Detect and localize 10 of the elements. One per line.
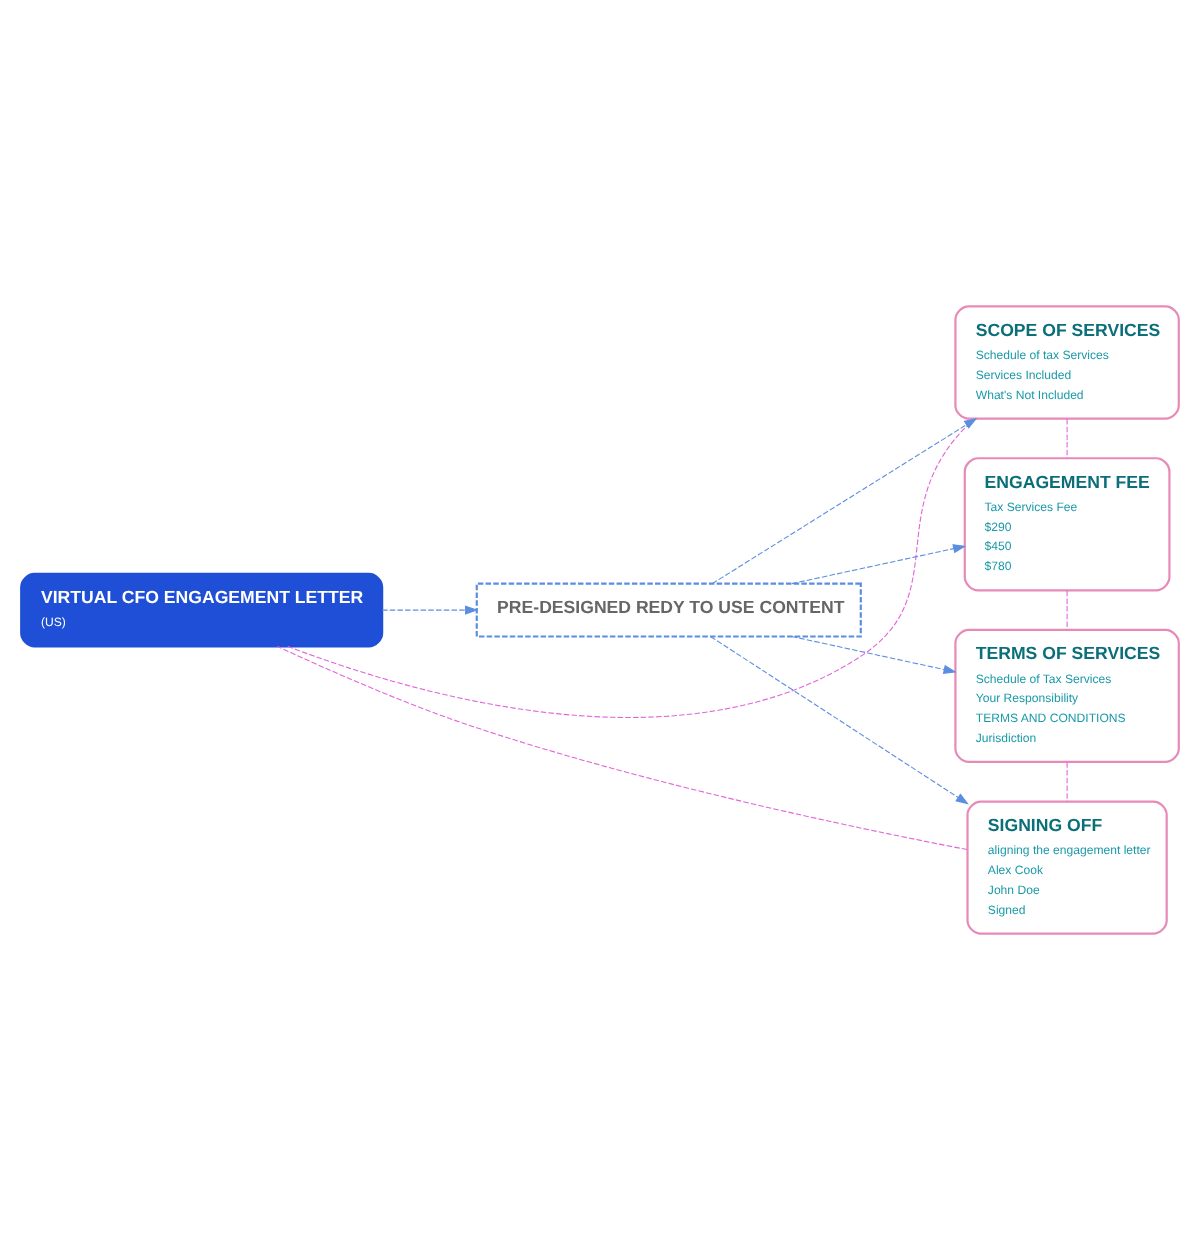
connector <box>277 644 968 850</box>
arrow <box>711 416 978 584</box>
connector <box>1066 417 1068 458</box>
connector <box>1066 589 1068 630</box>
connector <box>1066 760 1068 802</box>
arrow <box>381 604 479 614</box>
node-box: PRE-DESIGNED REDY TO USE CONTENT <box>475 581 862 637</box>
arrow <box>710 635 969 804</box>
arrow <box>791 635 957 673</box>
arrow <box>791 543 967 584</box>
